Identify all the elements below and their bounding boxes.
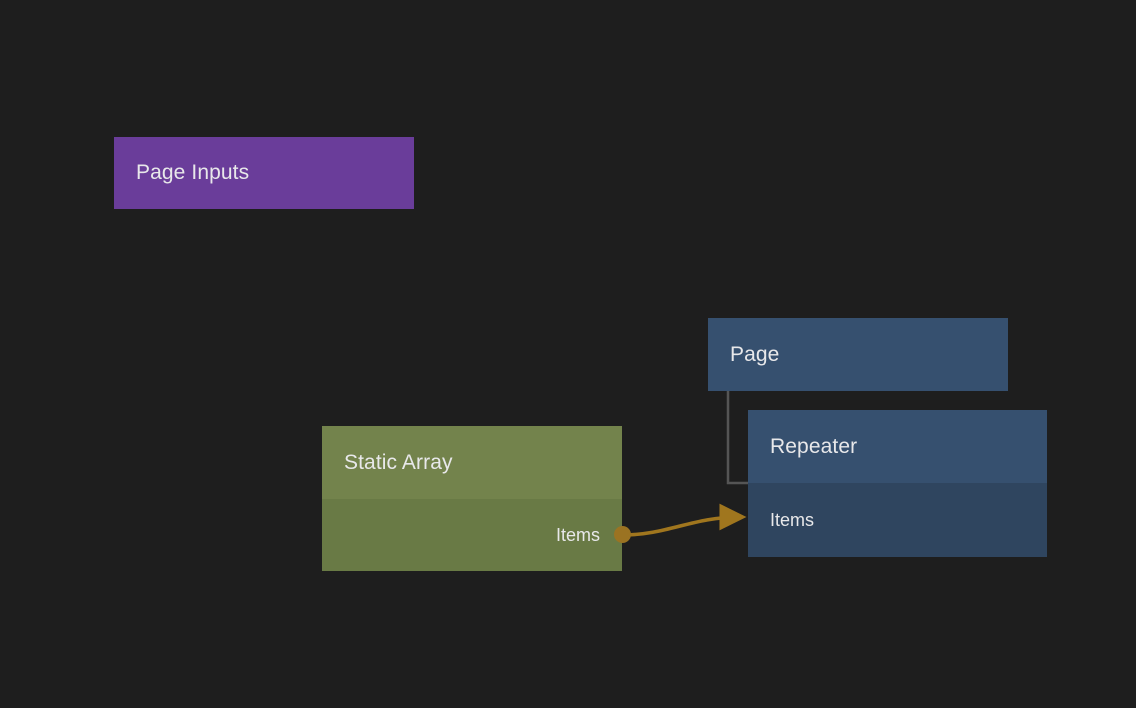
node-static-array-body: Items xyxy=(322,499,631,571)
port-static-array-items-label: Items xyxy=(555,524,600,545)
node-repeater-body: Items xyxy=(748,483,1047,557)
node-static-array-title: Static Array xyxy=(322,426,622,499)
port-dot-static-array-items[interactable] xyxy=(614,526,631,543)
port-repeater-items-input[interactable]: Items xyxy=(748,510,1047,531)
node-page-inputs[interactable]: Page Inputs xyxy=(114,137,414,209)
node-page[interactable]: Page xyxy=(708,318,1008,391)
node-repeater-title: Repeater xyxy=(748,410,1047,483)
connection-static-array-items-to-repeater-items[interactable] xyxy=(620,503,747,537)
tree-link-page-to-repeater xyxy=(726,390,750,485)
node-page-inputs-title: Page Inputs xyxy=(136,161,250,184)
node-static-array[interactable]: Static Array Items xyxy=(322,426,631,571)
node-repeater[interactable]: Repeater Items xyxy=(748,410,1047,557)
port-repeater-items-label: Items xyxy=(770,509,815,530)
port-static-array-items-output[interactable]: Items xyxy=(322,525,622,546)
node-page-title: Page xyxy=(730,342,780,366)
